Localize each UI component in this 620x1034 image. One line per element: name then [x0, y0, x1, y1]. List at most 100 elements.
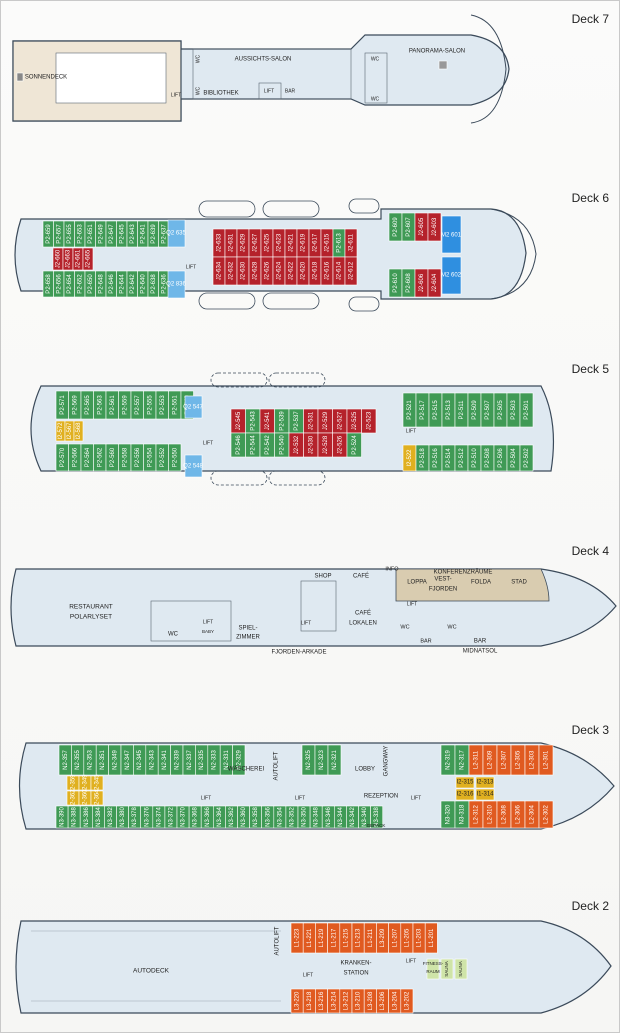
deck3-yellow-fwd [475, 776, 495, 789]
deck6-fwd-top-cabin [427, 212, 442, 242]
deck7-wc-label: WC [371, 96, 380, 102]
deck4-polarlyset-label: POLARLYSET [70, 614, 112, 621]
deck3-fwd-top-cabin-label: L2-303 [530, 750, 536, 769]
deck6-mid-bottom-cabin-label: J2-624 [277, 261, 283, 280]
deck4-lift-label: LIFT [407, 601, 417, 607]
deck5-aft-top-cabin-label: P2-551 [172, 395, 178, 415]
deck6-mid-bottom-cabin-label: J2-618 [313, 261, 319, 280]
deck3-fwd-top-cabin-label: L2-305 [516, 750, 522, 769]
deck3-gangway-label: GANGWAY [384, 746, 390, 777]
deck5-aft-bottom-cabin-label: P2-570 [60, 447, 66, 467]
deck3-fwd-bottom-cabin-label: L2-308 [502, 804, 508, 823]
deck2-lift-label: LIFT [303, 972, 313, 978]
deck5-mid-top-cabin-label: J2-541 [265, 411, 271, 430]
deck4-cafe-lokalen-label: CAFÉ [355, 610, 371, 617]
deck3-aft-top-cabin-label: N2-353 [88, 750, 94, 770]
deck5-mid-bottom-cabin [346, 432, 362, 458]
deck3-aft-bottom-cabin-label: N3-338 [374, 807, 380, 827]
deck3-fwd-bottom-cabin-label: L2-304 [530, 804, 536, 823]
deck4-bar-midnatsol-label: BAR [474, 639, 487, 645]
deck6-m-suite-label: M2 601 [441, 233, 462, 239]
deck3-aft-top-cabin-label: N2-349 [112, 750, 118, 770]
deck5-fwd-bottom-cabin-label: P2-516 [433, 448, 439, 468]
deck2-fitness-label: FITNESS- [423, 961, 444, 966]
deck5-aft-bottom-cabin-label: P2-564 [85, 447, 91, 467]
deck5-fwd-top-cabin-label: P2-509 [472, 400, 478, 420]
deck3-fwd-bottom-cabin [538, 800, 554, 829]
deck5-suite-q2 [184, 395, 203, 419]
deck4-fjorden-arkade-label: FJORDEN-ARKADE [271, 650, 326, 656]
deck3-aft-top-cabin-label: N2-329 [236, 750, 242, 770]
deck5-aft-inner-cabin-label: I2-572 [58, 422, 64, 440]
deck3-aft-bottom-cabin-label: N3-344 [338, 807, 344, 827]
deck6-fwd-top-cabin-label: P2-609 [393, 217, 399, 237]
deck5-mid-bottom-cabin-label: P2-524 [352, 435, 358, 455]
deck3-aft-top-cabin-label: N2-341 [162, 750, 168, 770]
deck2-bottom-cabin-label: L3-214 [331, 991, 337, 1010]
deck4-folda-label: FOLDA [471, 580, 491, 586]
deck5-fwd-top-cabin-label: P2-521 [407, 400, 413, 420]
deck3-yellow-fwd [475, 788, 495, 801]
deck3-aft-top-cabin-label: N2-343 [150, 750, 156, 770]
deck4-vestfjorden-label: VEST- [434, 577, 451, 583]
deck6-fwd-bottom-cabin-label: J2-604 [432, 273, 438, 292]
deck3-aft-bottom-cabin-label: N3-352 [290, 807, 296, 827]
deck3-inner-cabin-label: I2-362 [71, 789, 77, 807]
deck4-lift-label: LIFT [301, 620, 311, 626]
deck2-sauna-label: SAUNA [458, 961, 463, 977]
deck2-bottom-cabin-label: L3-206 [380, 991, 386, 1010]
deck4-conference-area [395, 568, 550, 602]
deck5-fwd-bottom-cabin-label: P2-502 [524, 448, 530, 468]
deck3-inner-cabin-label: I2-364 [95, 789, 101, 807]
deck5-fwd-top-cabin-label: P2-515 [433, 400, 439, 420]
deck5-aft-inner-cabin-label: I2-568 [76, 422, 82, 440]
deck6-mid-bottom-cabin-label: J2-616 [325, 261, 331, 280]
deck5-fwd-bottom-cabin-label: P2-504 [511, 448, 517, 468]
deck3-aft-bottom-cabin-label: N3-382 [108, 807, 114, 827]
deck3-inner-cabin-label: I2-349 [83, 774, 89, 792]
deck5-fwd-top-cabin-label: P2-511 [459, 400, 465, 420]
deck6-aft-bottom-cabin-label: P2-640 [140, 274, 146, 294]
deck3-fwd-top-cabin [538, 744, 554, 776]
deck2-bottom-cabin-label: L3-208 [368, 991, 374, 1010]
deck6-mid-top-cabin-label: J2-631 [229, 233, 235, 252]
deck4-wall-block [150, 600, 232, 642]
deck3-yellow-label: I2-315 [456, 780, 474, 786]
deck3-mid-top-cabin-label: N2-323 [319, 750, 325, 770]
deck2-top-cabin-label: L1-205 [404, 928, 410, 947]
deck4-wc-label: BAR [420, 638, 431, 644]
deck3-aft-bottom-cabin-label: N3-358 [253, 807, 259, 827]
deck3-yellow-label: I2-313 [476, 780, 494, 786]
deck5-mid-bottom-cabin-label: P2-544 [250, 435, 256, 455]
deck2-top-cabin-label: L3-209 [380, 928, 386, 947]
deck2-top-cabin-label: L1-219 [319, 928, 325, 947]
deck5-aft-bottom-cabin [168, 443, 182, 472]
deck6-mid-bottom-cabin-label: J2-630 [241, 261, 247, 280]
deck6-aft-bottom-cabin-label: P2-652 [77, 274, 83, 294]
deck6-mid-bottom-cabin-label: J2-614 [337, 261, 343, 280]
deck5-mid-bottom-cabin-label: P2-540 [279, 435, 285, 455]
deck3-aft-bottom-cabin-label: N3-350 [302, 807, 308, 827]
deck2-bottom-cabin-label: L3-218 [307, 991, 313, 1010]
deck3-lift-label: LIFT [295, 795, 305, 801]
deck3-mid-top-cabin [327, 744, 342, 776]
deck3-aft-bottom-cabin-label: N3-380 [120, 807, 126, 827]
deck6-aft-bottom-cabin-label: P2-646 [109, 274, 115, 294]
deck4-stad-label: STAD [511, 580, 527, 586]
deck5-aft-bottom-cabin-label: P2-560 [110, 447, 116, 467]
deck2-bottom-cabin-label: L3-202 [404, 991, 410, 1010]
deck5-aft-bottom-cabin-label: P2-566 [72, 447, 78, 467]
deck3-aft-bottom-cabin-label: N3-360 [241, 807, 247, 827]
deck5-suite-label: Q2 547 [183, 405, 203, 411]
deck3-mid-top-cabin-label: N2-321 [332, 750, 338, 770]
deck6-aft-top-cabin-label: P2-651 [88, 224, 94, 244]
deck3-aft-bottom-cabin-label: N3-386 [84, 807, 90, 827]
deck6-lifeboat [262, 200, 320, 218]
deck7-wc-label: WC [371, 56, 380, 62]
deck-label-4: Deck 4 [572, 544, 610, 558]
deck5-fwd-top-cabin-label: P2-513 [446, 400, 452, 420]
deck5-mid-top-cabin-label: P2-537 [294, 411, 300, 431]
deck3-lift-label: LIFT [411, 795, 421, 801]
deck6-m-suite [441, 256, 462, 295]
deck6-mid-bottom-cabin-label: J2-626 [265, 261, 271, 280]
